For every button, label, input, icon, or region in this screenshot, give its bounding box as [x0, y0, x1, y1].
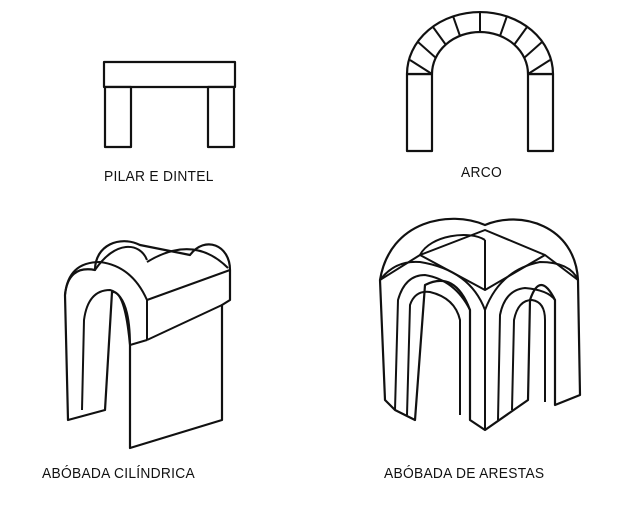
label-abobada-de-arestas: ABÓBADA DE ARESTAS: [384, 465, 545, 482]
label-pilar-e-dintel: PILAR E DINTEL: [104, 168, 214, 185]
pilar-e-dintel-figure: [102, 60, 237, 149]
label-abobada-cilindrica: ABÓBADA CILÍNDRICA: [42, 465, 195, 482]
abobada-cilindrica-figure: [63, 240, 232, 450]
arco-figure: [405, 10, 555, 153]
label-arco: ARCO: [461, 164, 502, 181]
abobada-de-arestas-figure: [378, 217, 582, 432]
